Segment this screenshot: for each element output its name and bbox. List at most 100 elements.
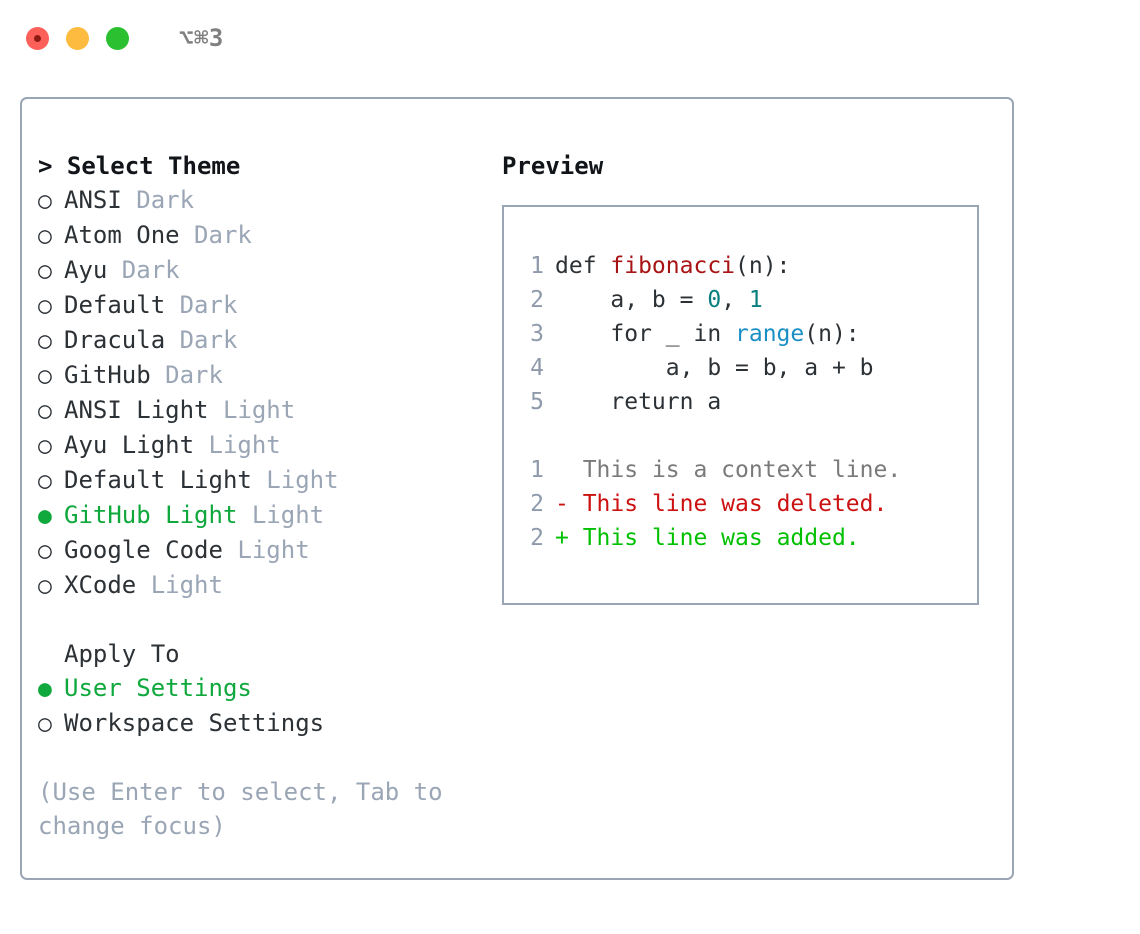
diff-line: 1 This is a context line.: [518, 453, 977, 487]
line-number: 2: [530, 491, 544, 517]
radio-empty-icon: ○: [38, 363, 52, 389]
radio-empty-icon: ○: [38, 328, 52, 354]
code-token: 1: [748, 287, 763, 313]
theme-option-category: Light: [222, 536, 310, 564]
theme-option-category: Light: [237, 501, 325, 529]
radio-empty-icon: ○: [38, 258, 52, 284]
theme-option-category: Dark: [150, 361, 223, 389]
code-line: 5 return a: [518, 385, 977, 419]
theme-option-default[interactable]: ○ Default Dark: [38, 288, 482, 323]
window-titlebar: ⌥⌘3: [0, 0, 1140, 76]
theme-option-label: Default: [64, 291, 166, 319]
close-button-icon[interactable]: [26, 26, 49, 50]
diff-marker: [555, 457, 583, 483]
theme-option-xcode[interactable]: ○ XCode Light: [38, 568, 482, 603]
line-number: 1: [530, 253, 544, 279]
radio-selected-icon: ●: [38, 676, 52, 702]
apply-to-option-user-settings[interactable]: ● User Settings: [38, 671, 482, 706]
keyboard-hint-text: (Use Enter to select, Tab to change focu…: [38, 778, 443, 840]
code-token: 0: [707, 287, 722, 313]
code-line: 1 def fibonacci(n):: [518, 249, 977, 283]
theme-option-ansi-light[interactable]: ○ ANSI Light Light: [38, 393, 482, 428]
apply-to-option-list: ● User Settings ○ Workspace Settings: [38, 671, 482, 741]
radio-empty-icon: ○: [38, 398, 52, 424]
theme-option-category: Light: [194, 431, 281, 459]
line-number: 1: [530, 457, 544, 483]
code-line: 2 a, b = 0, 1: [518, 283, 977, 317]
diff-sample: 1 This is a context line.2- This line wa…: [518, 453, 977, 555]
diff-marker: +: [555, 525, 583, 551]
theme-option-category: Light: [251, 466, 339, 494]
theme-option-google-code[interactable]: ○ Google Code Light: [38, 533, 482, 568]
traffic-lights: [26, 26, 129, 50]
radio-empty-icon: ○: [38, 711, 52, 737]
radio-empty-icon: ○: [38, 573, 52, 599]
apply-to-option-workspace-settings[interactable]: ○ Workspace Settings: [38, 706, 482, 741]
theme-option-category: Dark: [165, 326, 238, 354]
theme-option-dracula[interactable]: ○ Dracula Dark: [38, 323, 482, 358]
diff-line: 2 + This line was added.: [518, 521, 977, 555]
apply-to-heading: Apply To: [64, 640, 180, 668]
theme-option-default-light[interactable]: ○ Default Light Light: [38, 463, 482, 498]
radio-empty-icon: ○: [38, 468, 52, 494]
theme-option-ansi[interactable]: ○ANSI Dark: [38, 183, 482, 218]
code-token: for _ in: [555, 321, 736, 347]
radio-empty-icon: ○: [38, 223, 52, 249]
select-theme-heading: > Select Theme: [38, 152, 241, 180]
theme-option-label: Google Code: [64, 536, 223, 564]
zoom-button-icon[interactable]: [106, 26, 129, 50]
theme-option-category: Light: [136, 571, 223, 599]
theme-option-label: Default Light: [64, 466, 252, 494]
theme-option-category: Dark: [179, 221, 252, 249]
theme-option-category: Light: [208, 396, 296, 424]
theme-option-atom-one[interactable]: ○Atom One Dark: [38, 218, 482, 253]
theme-option-category: Dark: [165, 291, 238, 319]
line-number: 4: [530, 355, 544, 381]
code-token: return a: [555, 389, 722, 415]
theme-option-label: XCode: [64, 571, 137, 599]
code-line: 3 for _ in range(n):: [518, 317, 977, 351]
theme-option-ayu-light[interactable]: ○ Ayu Light Light: [38, 428, 482, 463]
code-token: (n):: [735, 253, 791, 279]
code-token: range: [735, 321, 805, 347]
radio-empty-icon: ○: [38, 433, 52, 459]
line-number: 2: [530, 287, 544, 313]
theme-option-github[interactable]: ○GitHub Dark: [38, 358, 482, 393]
apply-to-option-label: Workspace Settings: [64, 709, 325, 737]
code-spacer: [518, 419, 977, 453]
theme-option-label: Dracula: [64, 326, 166, 354]
radio-empty-icon: ○: [38, 188, 52, 214]
main-panel: > Select Theme ○ANSI Dark○Atom One Dark○…: [20, 97, 1014, 880]
radio-selected-icon: ●: [38, 503, 52, 529]
theme-option-label: ANSI Light: [64, 396, 209, 424]
diff-marker: -: [555, 491, 583, 517]
code-line: 4 a, b = b, a + b: [518, 351, 977, 385]
radio-empty-icon: ○: [38, 538, 52, 564]
code-token: a, b = b, a + b: [555, 355, 874, 381]
preview-heading: Preview: [502, 152, 604, 180]
line-number: 2: [530, 525, 544, 551]
line-number: 5: [530, 389, 544, 415]
apply-to-option-label: User Settings: [64, 674, 252, 702]
diff-text: This line was added.: [582, 525, 860, 551]
code-token: def: [555, 253, 611, 279]
theme-option-label: Ayu: [64, 256, 108, 284]
code-token: ,: [721, 287, 749, 313]
window-shortcut-label: ⌥⌘3: [179, 24, 224, 52]
theme-option-category: Dark: [121, 186, 195, 214]
diff-line: 2- This line was deleted.: [518, 487, 977, 521]
theme-selector-column: > Select Theme ○ANSI Dark○Atom One Dark○…: [22, 99, 482, 878]
radio-empty-icon: ○: [38, 293, 52, 319]
theme-option-category: Dark: [107, 256, 180, 284]
theme-option-ayu[interactable]: ○ Ayu Dark: [38, 253, 482, 288]
code-token: fibonacci: [610, 253, 736, 279]
theme-option-label: Ayu Light: [64, 431, 195, 459]
minimize-button-icon[interactable]: [66, 26, 89, 50]
diff-text: This line was deleted.: [582, 491, 888, 517]
theme-option-label: GitHub Light: [64, 501, 238, 529]
theme-option-github-light[interactable]: ● GitHub Light Light: [38, 498, 482, 533]
